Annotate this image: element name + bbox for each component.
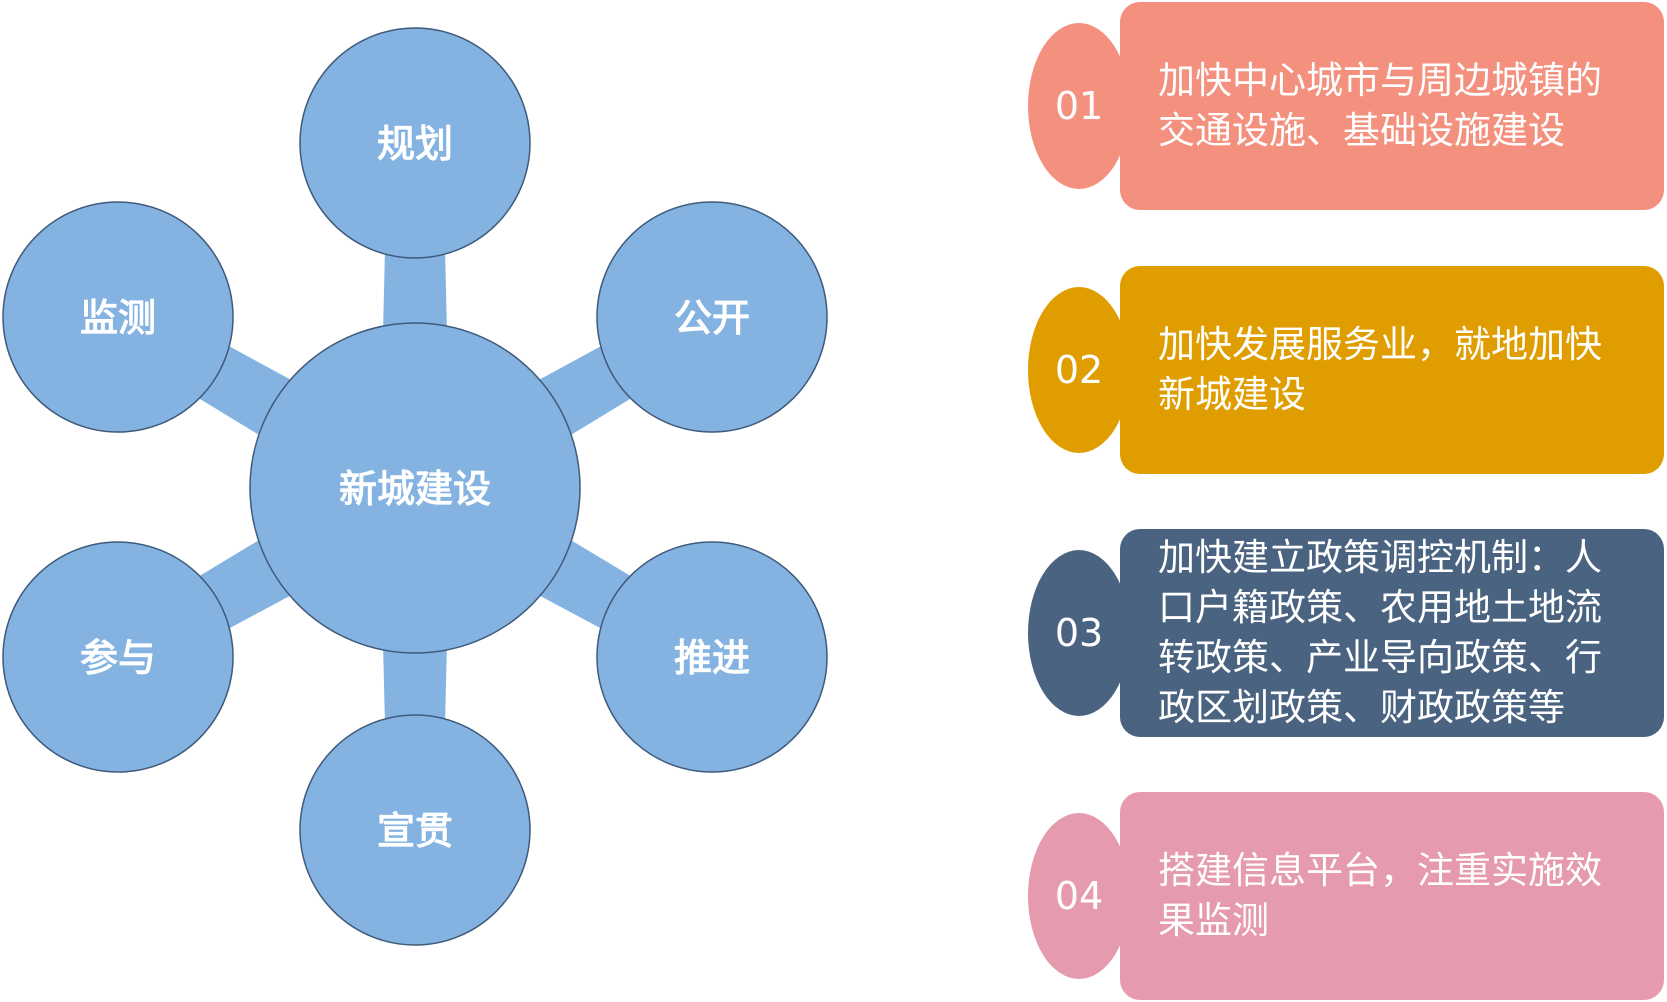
item-text: 搭建信息平台，注重实施效果监测 (1158, 849, 1602, 942)
item-card: 加快中心城市与周边城镇的交通设施、基础设施建设 (1120, 2, 1664, 210)
item-number-badge: 04 (1028, 813, 1130, 979)
item-text: 加快中心城市与周边城镇的交通设施、基础设施建设 (1158, 59, 1602, 152)
node-label-upper-right: 公开 (674, 296, 750, 340)
item-number-badge: 03 (1028, 550, 1130, 716)
node-label-upper-left: 监测 (80, 296, 156, 340)
node-bottom (299, 714, 531, 946)
node-lower-right (596, 541, 828, 773)
node-upper-left (2, 201, 234, 433)
item-text: 加快建立政策调控机制：人口户籍政策、农用地土地流转政策、产业导向政策、行政区划政… (1158, 536, 1602, 729)
item-number-badge: 02 (1028, 287, 1130, 453)
item-text: 加快发展服务业，就地加快新城建设 (1158, 323, 1602, 416)
item-number-badge: 01 (1028, 23, 1130, 189)
item-card: 加快发展服务业，就地加快新城建设 (1120, 266, 1664, 474)
item-card: 搭建信息平台，注重实施效果监测 (1120, 792, 1664, 1000)
item-card: 加快建立政策调控机制：人口户籍政策、农用地土地流转政策、产业导向政策、行政区划政… (1120, 529, 1664, 737)
node-label-lower-right: 推进 (674, 636, 750, 680)
node-top (299, 27, 531, 259)
node-lower-left (2, 541, 234, 773)
node-upper-right (596, 201, 828, 433)
connector-bottom (383, 643, 447, 725)
node-label-top: 规划 (377, 122, 453, 166)
node-label-bottom: 宣贯 (377, 809, 453, 853)
center-node (249, 322, 581, 654)
connector-top (383, 248, 447, 333)
center-node-label: 新城建设 (339, 467, 491, 511)
node-label-lower-left: 参与 (80, 636, 156, 680)
